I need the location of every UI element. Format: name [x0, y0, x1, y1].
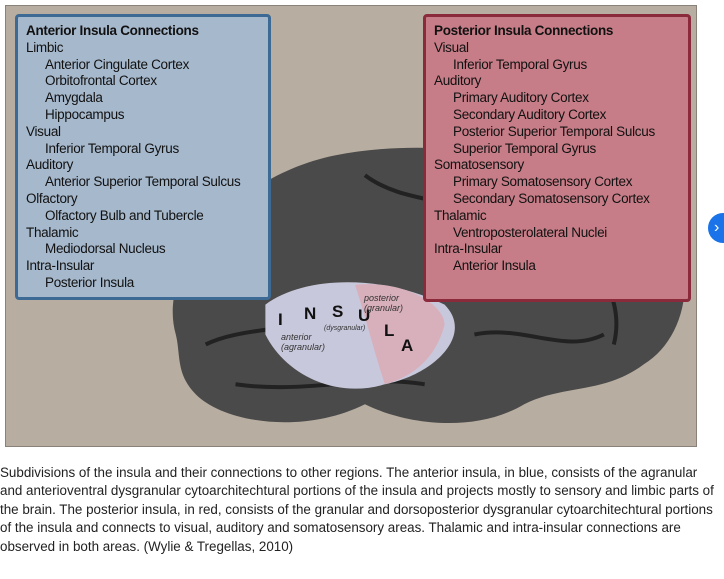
- connection-region: Ventroposterolateral Nuclei: [453, 224, 607, 240]
- insula-letter: S: [332, 302, 344, 321]
- connection-region: Anterior Cingulate Cortex: [45, 56, 190, 72]
- insula-letter: A: [401, 336, 414, 355]
- connection-region: Olfactory Bulb and Tubercle: [45, 207, 204, 223]
- connection-region: Secondary Somatosensory Cortex: [453, 190, 650, 206]
- connection-region: Hippocampus: [45, 106, 125, 122]
- connection-region: Orbitofrontal Cortex: [45, 73, 157, 89]
- connection-category: Intra-Insular: [434, 241, 503, 257]
- connection-region: Posterior Insula: [45, 274, 134, 290]
- connection-category: Limbic: [26, 39, 64, 55]
- anterior-label: anterior(agranular): [281, 332, 326, 352]
- connection-region: Anterior Superior Temporal Sulcus: [45, 174, 241, 190]
- insula-letter: N: [304, 304, 317, 323]
- connection-region: Primary Auditory Cortex: [453, 90, 589, 106]
- connection-region: Inferior Temporal Gyrus: [453, 56, 587, 72]
- box-title: Anterior Insula Connections: [26, 23, 199, 38]
- box-title: Posterior Insula Connections: [434, 23, 614, 38]
- posterior-label: posterior(granular): [364, 293, 404, 313]
- connection-region: Primary Somatosensory Cortex: [453, 174, 633, 190]
- insula-letter: U: [358, 306, 371, 325]
- dysgranular-label: (dysgranular): [324, 325, 366, 332]
- connection-category: Intra-Insular: [26, 258, 95, 274]
- figure-caption: Subdivisions of the insula and their con…: [0, 465, 714, 554]
- connection-category: Visual: [26, 123, 61, 139]
- connection-region: Anterior Insula: [453, 258, 536, 274]
- connection-region: Mediodorsal Nucleus: [45, 241, 166, 257]
- connection-category: Somatosensory: [434, 157, 524, 173]
- connection-category: Auditory: [26, 157, 74, 173]
- next-button[interactable]: ›: [708, 213, 724, 243]
- connection-region: Secondary Auditory Cortex: [453, 106, 607, 122]
- connection-region: Amygdala: [45, 90, 103, 106]
- connection-region: Inferior Temporal Gyrus: [45, 140, 179, 156]
- connection-category: Thalamic: [26, 224, 79, 240]
- insula-letter: L: [384, 321, 395, 340]
- connection-category: Auditory: [434, 73, 482, 89]
- connection-category: Thalamic: [434, 207, 487, 223]
- insula-letter: I: [278, 310, 283, 329]
- connection-category: Visual: [434, 39, 469, 55]
- connection-region: Posterior Superior Temporal Sulcus: [453, 123, 655, 139]
- connection-category: Olfactory: [26, 190, 78, 206]
- connection-region: Superior Temporal Gyrus: [453, 140, 596, 156]
- insula-diagram: I N S U L A anterior(agranular) (dysgran…: [5, 5, 697, 447]
